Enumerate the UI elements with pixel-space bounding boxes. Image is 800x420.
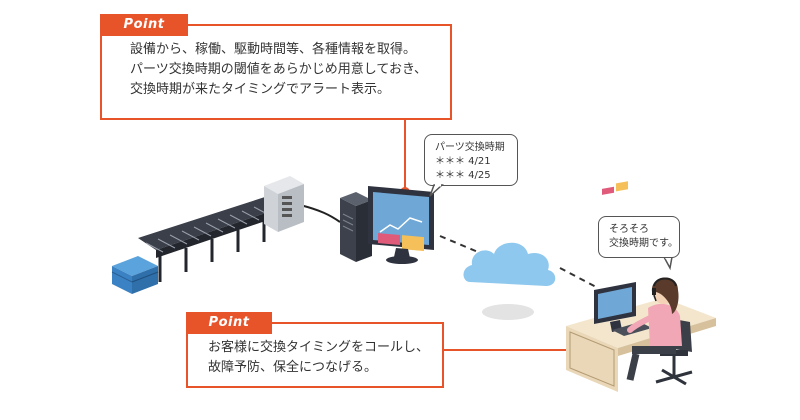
machine-cable	[299, 204, 341, 223]
operator-person-icon	[626, 277, 693, 386]
operator-desk-icon	[566, 298, 716, 392]
pc-alert-line-2: ＊＊＊ 4/21	[435, 156, 491, 167]
point2-line-2: 故障予防、保全につなげる。	[208, 360, 378, 375]
pc-alert-line-3: ＊＊＊ 4/25	[435, 170, 491, 181]
pc-alert-line-1: パーツ交換時期	[435, 142, 505, 153]
point1-callout	[100, 24, 452, 120]
parts-crate-icon	[111, 256, 159, 294]
conveyor-belt-icon	[138, 196, 286, 282]
point2-line-1: お客様に交換タイミングをコールし、	[208, 340, 430, 355]
pc-monitor-icon	[368, 186, 434, 264]
pc-tower-icon	[340, 192, 372, 262]
network-link-cloud-operator	[559, 267, 599, 289]
operator-speech-line-1: そろそろ	[609, 224, 649, 235]
pc-alert-bubble: パーツ交換時期 ＊＊＊ 4/21 ＊＊＊ 4/25	[424, 134, 518, 186]
point2-tab: Point	[186, 312, 272, 334]
point1-line-2: パーツ交換時期の閾値をあらかじめ用意しておき、	[130, 62, 428, 77]
cloud-icon	[463, 242, 556, 320]
network-link-pc-cloud	[439, 235, 479, 253]
machine-unit-icon	[264, 176, 304, 232]
point1-tab: Point	[100, 14, 188, 36]
operator-speech-line-2: 交換時期です。	[609, 238, 678, 249]
point1-line-3: 交換時期が来たタイミングでアラート表示。	[130, 82, 391, 97]
operator-speech-bubble: そろそろ 交換時期です。	[598, 216, 680, 258]
point1-line-1: 設備から、稼働、駆動時間等、各種情報を取得。	[130, 42, 417, 57]
